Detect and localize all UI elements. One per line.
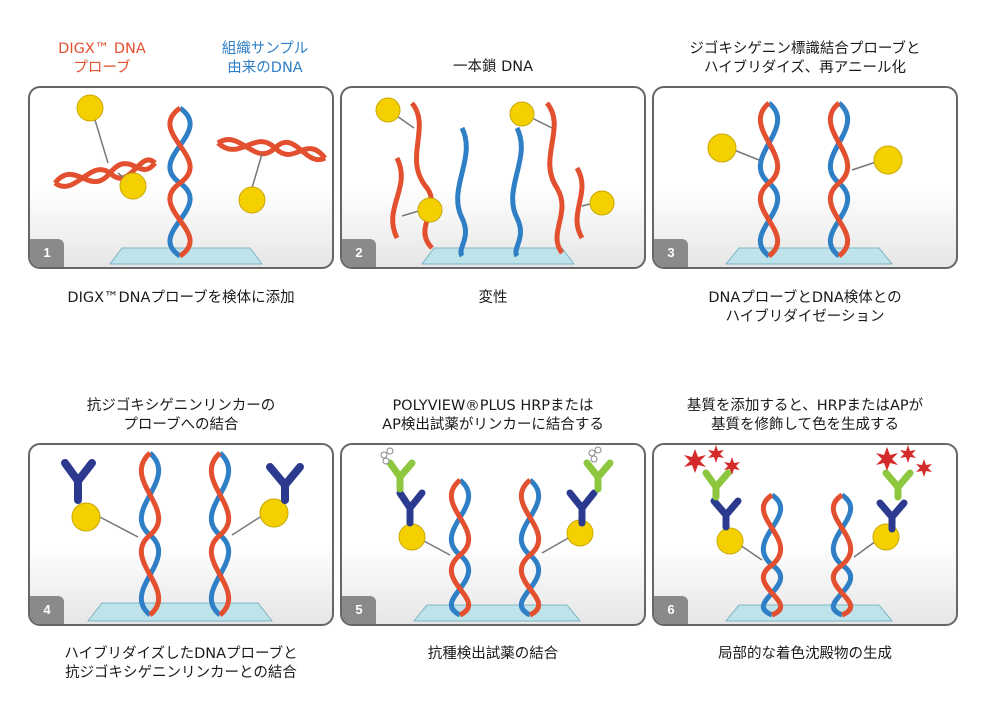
- glass-slide: [724, 604, 894, 622]
- step-number-badge: 5: [342, 596, 376, 624]
- detection-reagent-icon: [386, 459, 614, 493]
- single-strand-probe: [574, 166, 585, 240]
- step-4-illustration: [61, 451, 304, 622]
- step-4-caption: ハイブリダイズしたDNAプローブと 抗ジゴキシゲニンリンカーとの結合: [64, 646, 298, 681]
- digoxigenin-label-icon: [119, 172, 147, 200]
- step-number-badge: 4: [30, 596, 64, 624]
- linker-antibody-icon: [710, 497, 908, 533]
- step-number-badge: 3: [654, 239, 688, 267]
- digoxigenin-label-icon: [417, 197, 443, 223]
- single-strand-sample-dna: [510, 126, 524, 258]
- digoxigenin-label-icon: [509, 101, 535, 127]
- step-3-illustration: [707, 101, 903, 265]
- step-number-badge: 1: [30, 239, 64, 267]
- step-6-illustration: [684, 445, 932, 622]
- digoxigenin-label-icon: [707, 133, 737, 163]
- glass-slide: [86, 602, 274, 622]
- digoxigenin-label-icon: [259, 498, 289, 528]
- step-1-panel: 1: [28, 86, 334, 269]
- single-strand-sample-dna: [455, 126, 469, 258]
- probe-strand-left: [53, 157, 157, 189]
- hybridized-dna-helix: [831, 492, 853, 618]
- colored-precipitate-icon: [684, 445, 932, 477]
- step-3-title: ジゴキシゲニン標識結合プローブと ハイブリダイズ、再アニール化: [689, 41, 921, 76]
- step-2-illustration: [375, 97, 615, 265]
- step-number-badge: 6: [654, 596, 688, 624]
- hybridized-dna-helix: [827, 101, 851, 258]
- enzyme-cluster-icon: [380, 446, 602, 465]
- sample-dna-helix: [167, 105, 193, 259]
- step-5-title: POLYVIEW®PLUS HRPまたは AP検出試薬がリンカーに結合する: [382, 398, 604, 433]
- glass-slide: [412, 604, 582, 622]
- digoxigenin-label-icon: [238, 186, 266, 214]
- step-5-panel: 5: [340, 443, 646, 626]
- digoxigenin-label-icon: [873, 145, 903, 175]
- step-6-title: 基質を添加すると、HRPまたはAPが 基質を修飾して色を生成する: [686, 398, 924, 433]
- hybridized-dna-helix: [519, 478, 541, 618]
- legend-probe-label: DIGX™ DNA プローブ: [58, 41, 146, 76]
- digoxigenin-label-icon: [398, 523, 426, 551]
- step-3-caption: DNAプローブとDNA検体との ハイブリダイゼーション: [708, 290, 902, 325]
- digoxigenin-label-icon: [375, 97, 401, 123]
- single-strand-probe: [544, 101, 565, 255]
- single-strand-probe: [409, 101, 434, 250]
- step-1-illustration: [53, 94, 327, 265]
- step-3-panel: 3: [652, 86, 958, 269]
- glass-slide: [724, 247, 894, 265]
- digoxigenin-label-icon: [71, 502, 101, 532]
- linker-antibody-icon: [61, 459, 96, 504]
- hybridized-dna-helix: [138, 451, 162, 617]
- linker-antibody-icon: [396, 489, 598, 527]
- step-5-caption: 抗種検出試薬の結合: [427, 646, 559, 662]
- step-2-title: 一本鎖 DNA: [452, 59, 534, 75]
- step-5-illustration: [380, 446, 614, 622]
- step-2-caption: 変性: [478, 290, 508, 306]
- step-4-panel: 4: [28, 443, 334, 626]
- probe-strand-right: [216, 137, 327, 163]
- digoxigenin-label-icon: [716, 527, 744, 555]
- step-6-panel: 6: [652, 443, 958, 626]
- hybridized-dna-helix: [757, 101, 781, 258]
- hybridized-dna-helix: [761, 492, 783, 618]
- step-6-caption: 局部的な着色沈殿物の生成: [718, 646, 892, 662]
- legend-sample-label: 組織サンプル 由来のDNA: [221, 41, 309, 76]
- single-strand-probe: [390, 156, 404, 240]
- digoxigenin-label-icon: [76, 94, 104, 122]
- glass-slide: [421, 247, 575, 265]
- step-number-badge: 2: [342, 239, 376, 267]
- step-1-caption: DIGX™DNAプローブを検体に添加: [67, 290, 295, 306]
- glass-slide: [109, 247, 263, 265]
- hybridized-dna-helix: [449, 478, 471, 618]
- hybridized-dna-helix: [208, 451, 232, 617]
- linker-antibody-icon: [266, 463, 304, 504]
- step-4-title: 抗ジゴキシゲニンリンカーの プローブへの結合: [86, 398, 276, 433]
- step-2-panel: 2: [340, 86, 646, 269]
- digoxigenin-label-icon: [589, 190, 615, 216]
- detection-reagent-icon: [702, 469, 914, 501]
